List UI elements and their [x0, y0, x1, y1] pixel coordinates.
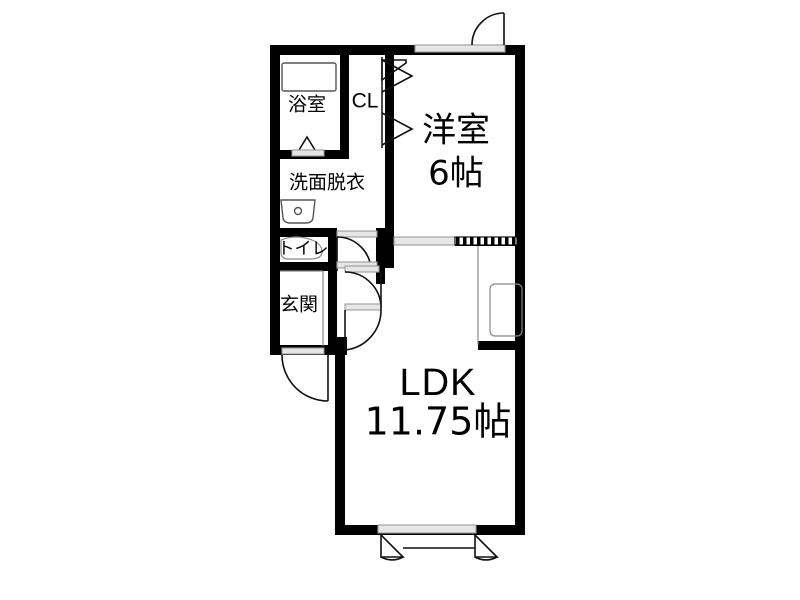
room-label-washroom: 洗面脱衣	[289, 172, 365, 194]
bath-door-icon	[298, 135, 316, 151]
room-label-closet: CL	[352, 90, 379, 113]
room-washroom: 洗面脱衣	[280, 172, 365, 224]
ldk-balcony-door-left-arc	[380, 533, 405, 558]
ldk-balcony-door-left-swing	[380, 556, 404, 561]
kitchen-unit-icon	[489, 283, 523, 337]
sliding-partition-left	[393, 236, 459, 246]
western-room-door-swing-arc	[471, 12, 505, 46]
room-toilet: トイレ	[278, 230, 378, 272]
western-room-door-threshold	[414, 44, 506, 53]
entrance-door-swing-arc	[281, 354, 329, 402]
hatched-wall-segment	[454, 236, 518, 246]
room-closet: CL	[352, 57, 414, 148]
room-label-western-size: 6帖	[428, 154, 484, 194]
closet-fold-door-lower	[381, 112, 414, 146]
closet-fold-door-upper	[381, 59, 414, 93]
hall-door-swing-arc-upper	[344, 271, 382, 309]
room-label-western-name: 洋室	[422, 111, 490, 151]
ldk-balcony-door-right-arc	[474, 533, 499, 558]
washbasin-drain-icon	[293, 206, 303, 216]
toilet-door-threshold	[336, 230, 378, 238]
room-label-ldk-name: LDK	[400, 362, 477, 404]
ldk-balcony-door-right-swing	[474, 556, 498, 561]
bathtub-icon	[281, 62, 337, 92]
room-western: 洋室 6帖	[393, 12, 518, 246]
room-label-bath: 浴室	[288, 94, 326, 116]
room-ldk: LDK 11.75帖	[365, 246, 523, 561]
room-label-ldk-size: 11.75帖	[365, 400, 512, 444]
room-entrance: 玄関	[280, 270, 329, 402]
room-label-entrance: 玄関	[280, 294, 318, 316]
bath-door-threshold	[291, 149, 325, 157]
hall-door-to-ldk	[344, 265, 382, 351]
hall-door-threshold	[344, 265, 380, 273]
room-label-toilet: トイレ	[278, 239, 329, 259]
ldk-door-threshold	[344, 303, 382, 311]
closet-fold-door-upper-a	[381, 59, 407, 82]
room-bath: 浴室	[281, 62, 337, 157]
ldk-balcony-window-threshold	[377, 524, 477, 534]
ldk-door-swing-arc	[344, 309, 382, 351]
entrance-door-threshold	[281, 347, 325, 355]
washbasin-icon	[280, 199, 316, 224]
toilet-bowl-icon	[280, 236, 323, 260]
